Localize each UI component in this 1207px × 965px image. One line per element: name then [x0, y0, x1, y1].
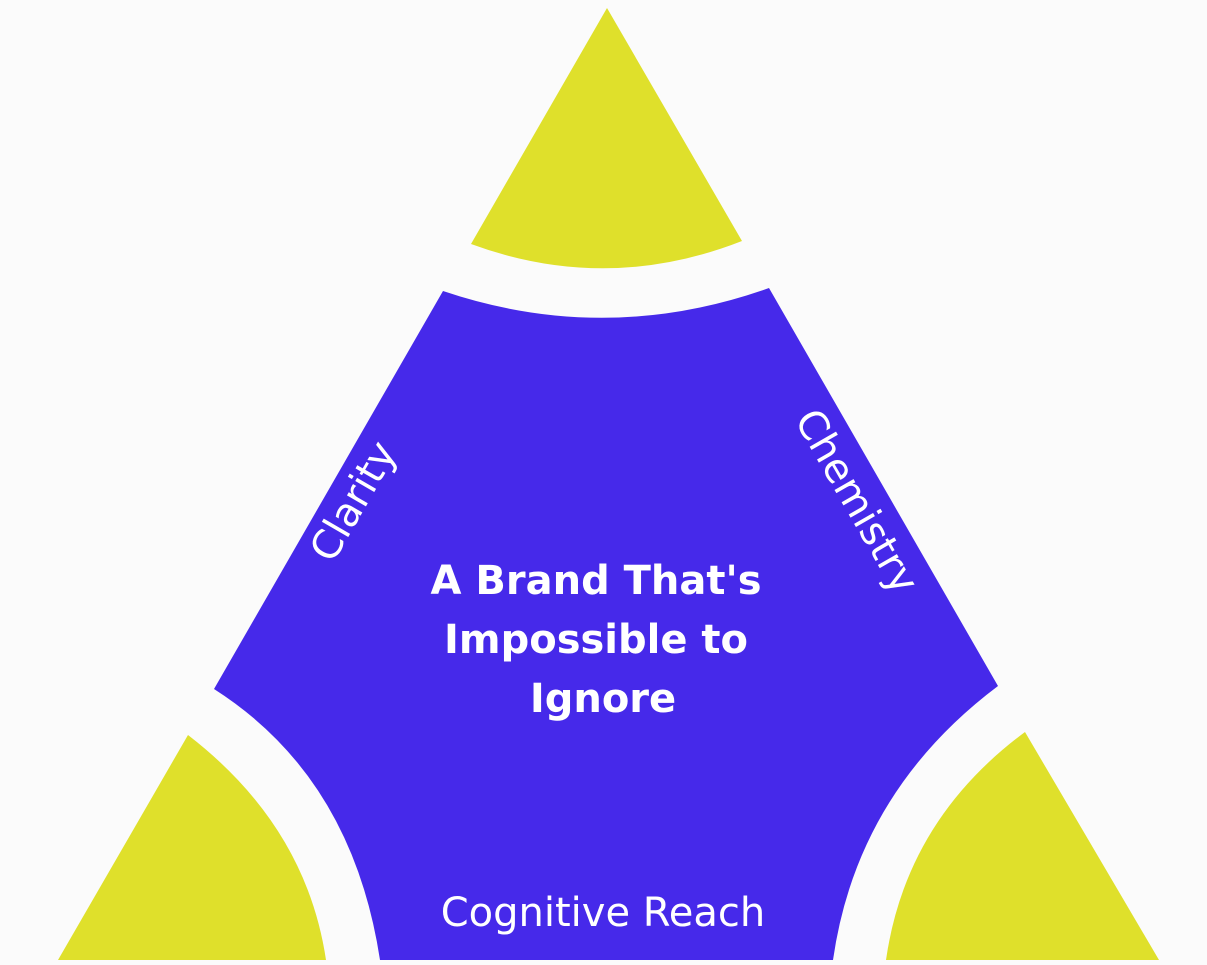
- bottom-left-corner-segment: [58, 735, 326, 960]
- label-cognitive-reach: Cognitive Reach: [441, 890, 766, 936]
- top-corner-segment: [471, 8, 742, 269]
- center-title-line-3: Ignore: [530, 676, 676, 722]
- center-title: A Brand That's Impossible to Ignore: [431, 558, 776, 722]
- center-segment: [214, 288, 998, 960]
- center-title-line-1: A Brand That's: [431, 558, 762, 604]
- bottom-right-corner-segment: [886, 732, 1159, 960]
- center-title-line-2: Impossible to: [444, 617, 748, 663]
